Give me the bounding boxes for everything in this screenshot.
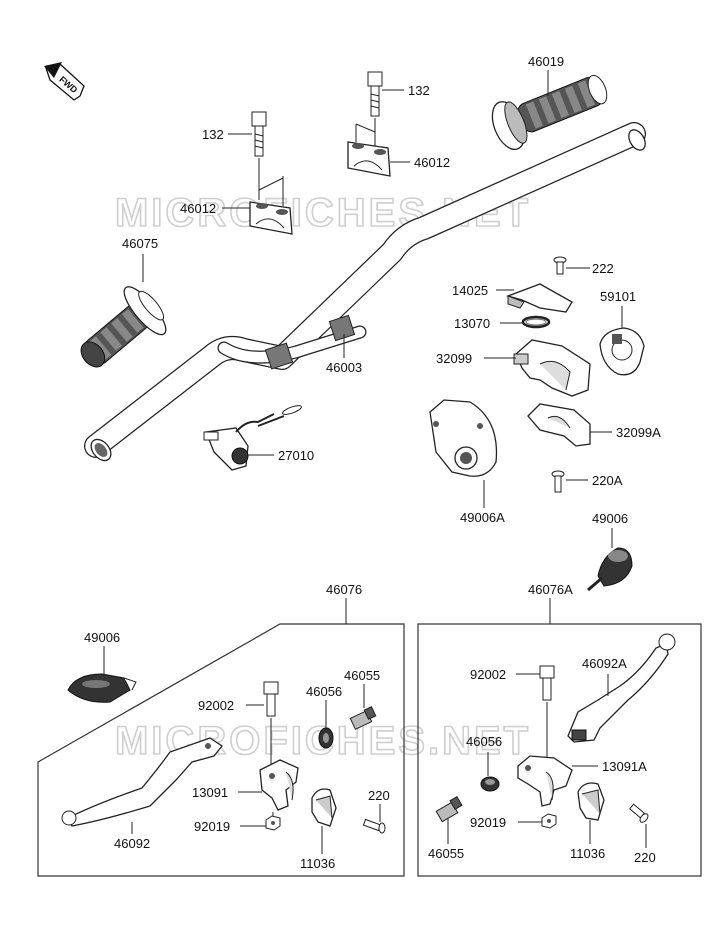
label-92002-left: 92002 xyxy=(198,698,234,713)
label-59101: 59101 xyxy=(600,289,636,304)
adjuster-46055-left xyxy=(349,706,377,730)
label-27010: 27010 xyxy=(278,448,314,463)
screw-220-right xyxy=(629,803,649,823)
lever-46092 xyxy=(61,737,223,827)
cover-14025 xyxy=(505,283,573,313)
screw-220A xyxy=(551,470,565,493)
nut-92019-left xyxy=(265,812,281,831)
label-13091: 13091 xyxy=(192,785,228,800)
label-46075: 46075 xyxy=(122,236,158,251)
adjuster-46055-right xyxy=(435,795,463,823)
clamp-left xyxy=(249,201,293,235)
label-220-right: 220 xyxy=(634,850,656,865)
adjuster-nut-46056-left xyxy=(318,727,334,749)
part-labels: 46019 132 132 46012 46012 46075 46003 27… xyxy=(84,54,661,871)
label-92019-left: 92019 xyxy=(194,819,230,834)
ring-13070 xyxy=(521,315,551,329)
lever-cap-49006-right xyxy=(587,547,633,592)
label-46019: 46019 xyxy=(528,54,564,69)
box-46076A xyxy=(417,623,702,877)
label-49006-left: 49006 xyxy=(84,630,120,645)
label-46003: 46003 xyxy=(326,360,362,375)
nut-92019-right xyxy=(541,813,557,829)
throttle-guard-49006A xyxy=(429,399,498,477)
box-46076 xyxy=(37,623,405,877)
bolt-92002-right xyxy=(539,665,555,760)
engine-stop-switch xyxy=(203,405,302,471)
fwd-arrow-icon: FWD xyxy=(44,62,85,101)
leader-lines xyxy=(103,70,647,854)
adjuster-nut-46056-right xyxy=(480,776,500,792)
throttle-housing-32099 xyxy=(513,339,591,397)
label-32099A: 32099A xyxy=(616,425,661,440)
lever-cap-49006-left xyxy=(67,673,137,703)
bolt-92002-left xyxy=(263,681,279,764)
screw-220-left xyxy=(362,818,386,834)
label-11036-right: 11036 xyxy=(570,846,605,861)
label-13091A: 13091A xyxy=(602,759,647,774)
lever-46092A xyxy=(567,633,676,743)
handlebar xyxy=(84,122,646,462)
label-49006-right: 49006 xyxy=(592,511,628,526)
label-46092: 46092 xyxy=(114,836,150,851)
label-46092A: 46092A xyxy=(582,656,627,671)
throttle-housing-32099A xyxy=(527,403,591,447)
bolt-132-top xyxy=(355,71,383,146)
grip-left xyxy=(80,286,167,368)
label-46076: 46076 xyxy=(326,582,362,597)
lever-holder-13091A xyxy=(517,755,573,807)
label-46055-left: 46055 xyxy=(344,668,380,683)
lever-holder-13091 xyxy=(259,759,299,811)
label-92002-right: 92002 xyxy=(470,667,506,682)
clamp-11036-right xyxy=(577,782,605,821)
label-132-top: 132 xyxy=(408,83,430,98)
clamp-top xyxy=(347,141,391,177)
label-49006A: 49006A xyxy=(460,510,505,525)
label-46076A: 46076A xyxy=(528,582,573,597)
label-13070: 13070 xyxy=(454,316,490,331)
label-46012-left: 46012 xyxy=(180,201,216,216)
throttle-cable-59101 xyxy=(599,327,645,376)
label-220A: 220A xyxy=(592,473,623,488)
label-132-left: 132 xyxy=(202,127,224,142)
label-220-left: 220 xyxy=(368,788,390,803)
label-46056-right: 46056 xyxy=(466,734,502,749)
label-46055-right: 46055 xyxy=(428,846,464,861)
grip-right xyxy=(491,74,608,150)
label-32099: 32099 xyxy=(436,351,472,366)
label-92019-right: 92019 xyxy=(470,815,506,830)
label-14025: 14025 xyxy=(452,283,488,298)
bolt-132-left xyxy=(251,111,284,206)
label-11036-left: 11036 xyxy=(300,856,335,871)
clamp-11036-left xyxy=(311,788,337,827)
label-222: 222 xyxy=(592,261,614,276)
label-46012-top: 46012 xyxy=(414,155,450,170)
screw-222 xyxy=(553,256,567,275)
label-46056-left: 46056 xyxy=(306,684,342,699)
